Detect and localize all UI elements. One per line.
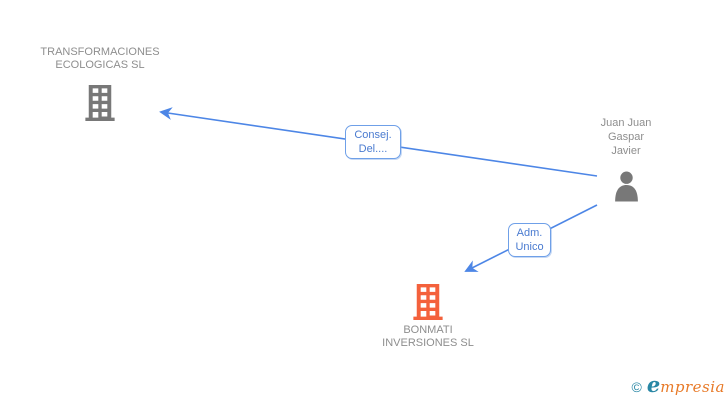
entity-name: BONMATI INVERSIONES SL (382, 324, 474, 350)
brand-initial: e (646, 372, 661, 397)
entity-name-line: Javier (611, 145, 641, 157)
relation-label-line: Consej. (354, 129, 392, 141)
entity-name-line: Gaspar (607, 131, 645, 143)
relation-label-adm-unico[interactable]: Adm. Unico (508, 223, 551, 257)
relation-label-line: Del.... (358, 143, 388, 155)
relation-label-line: Unico (515, 241, 544, 253)
entity-name-line: ECOLOGICAS SL (55, 59, 145, 71)
building-icon (413, 284, 443, 320)
entity-name: Juan Juan Gaspar Javier (601, 116, 652, 158)
person-icon (614, 171, 638, 202)
entity-name-line: TRANSFORMACIONES (40, 46, 160, 58)
brand-name: mpresia (660, 378, 725, 396)
entity-node-transformaciones-ecologicas[interactable]: TRANSFORMACIONES ECOLOGICAS SL (24, 46, 176, 121)
relation-label-line: Adm. (516, 227, 543, 239)
entity-node-bonmati-inversiones[interactable]: BONMATI INVERSIONES SL (368, 284, 488, 350)
entity-node-juan-juan-gaspar-javier[interactable]: Juan Juan Gaspar Javier (574, 116, 678, 202)
entity-name-line: Juan Juan (600, 117, 652, 129)
entity-name-line: BONMATI (403, 324, 453, 336)
building-icon (85, 85, 115, 121)
entity-name-line: INVERSIONES SL (382, 337, 474, 349)
copyright-icon: © (631, 379, 642, 395)
relation-label-consej-del[interactable]: Consej. Del.... (345, 125, 401, 159)
entity-name: TRANSFORMACIONES ECOLOGICAS SL (40, 46, 159, 72)
empresia-logo[interactable]: © e mpresia (631, 372, 725, 397)
